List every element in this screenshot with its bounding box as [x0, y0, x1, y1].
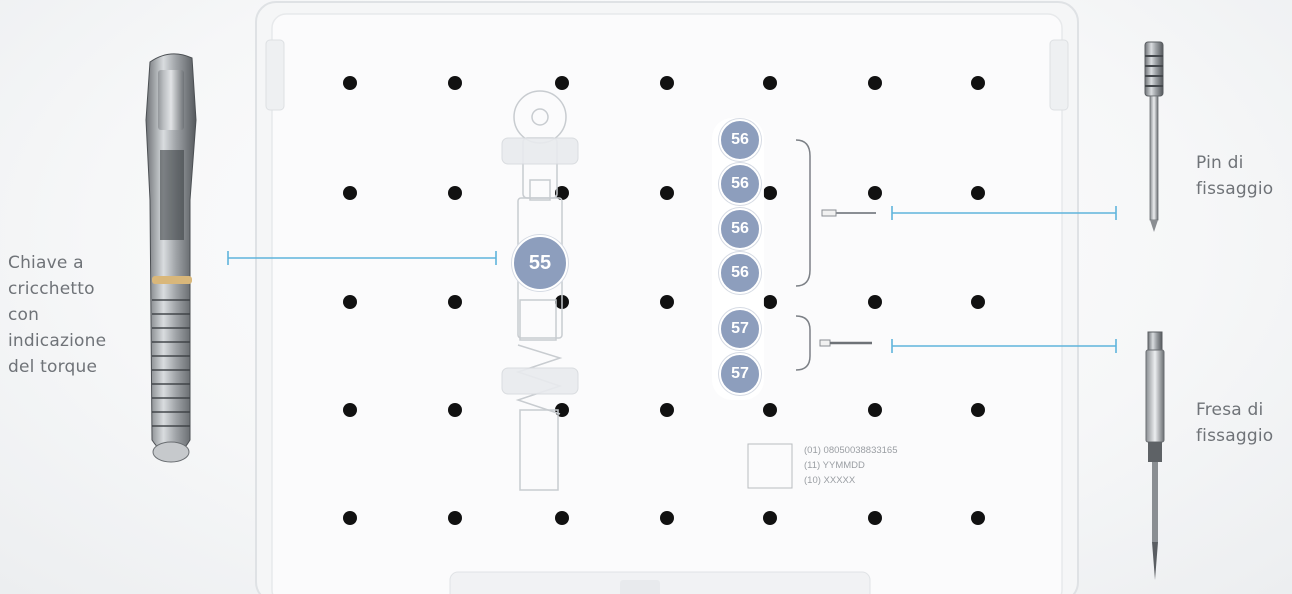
drill-bracket: [795, 315, 811, 371]
fixation-drill-product: [1145, 331, 1165, 580]
fixation-drill-label: Fresa di fissaggio: [1196, 400, 1274, 446]
leader-lines: [227, 206, 1117, 353]
tray-hole: [868, 186, 882, 200]
badge-drill-2: 57: [719, 353, 761, 395]
tray-hole: [555, 186, 569, 200]
badge-pin-3: 56: [719, 208, 761, 250]
badge-ratchet: 55: [512, 235, 568, 291]
tray-hole: [763, 511, 777, 525]
badge-drill-1: 57: [719, 308, 761, 350]
tray-hole: [660, 186, 674, 200]
tray-hole: [971, 76, 985, 90]
tray-holes: [343, 76, 985, 525]
tray-hole: [868, 511, 882, 525]
tray-hole: [448, 403, 462, 417]
tray-hole: [343, 295, 357, 309]
pin-bracket: [795, 139, 811, 287]
ratchet-wrench-label: Chiave a cricchetto con indicazione del …: [8, 253, 107, 377]
tray-hole: [343, 403, 357, 417]
badge-pin-2: 56: [719, 163, 761, 205]
tray-hole: [868, 295, 882, 309]
fixation-pin-label: Pin di fissaggio: [1196, 153, 1274, 199]
tray-hole: [660, 511, 674, 525]
badge-pin-1: 56: [719, 119, 761, 161]
fixation-pin-product: [1144, 41, 1164, 232]
tray-hole: [971, 186, 985, 200]
tray-hole: [448, 76, 462, 90]
tray-hole: [971, 511, 985, 525]
tray-hole: [343, 76, 357, 90]
tray-hole: [763, 295, 777, 309]
tray-hole: [660, 295, 674, 309]
ratchet-clip-bottom: [501, 367, 579, 395]
tray-handle-notch: [620, 580, 660, 594]
udi-line-2: (11) YYMMDD: [804, 460, 865, 471]
ratchet-clip-top: [501, 137, 579, 165]
udi-line-3: (10) XXXXX: [804, 475, 856, 486]
tray-hole: [343, 511, 357, 525]
tray-hole: [448, 186, 462, 200]
udi-line-1: (01) 08050038833165: [804, 445, 898, 456]
small-pin: [821, 209, 876, 217]
tray-hole: [660, 76, 674, 90]
tray-tab-right: [1049, 39, 1069, 111]
tray-hole: [763, 76, 777, 90]
tray-hole: [763, 403, 777, 417]
tray-tab-left: [265, 39, 285, 111]
tray-hole: [343, 186, 357, 200]
tray-hole: [763, 186, 777, 200]
small-drill: [819, 339, 872, 347]
tray-hole: [555, 511, 569, 525]
ratchet-wrench-product: [145, 53, 197, 463]
tray-hole: [660, 403, 674, 417]
badge-pin-4: 56: [719, 252, 761, 294]
tray-hole: [555, 76, 569, 90]
tray-hole: [448, 295, 462, 309]
tray-hole: [448, 511, 462, 525]
udi-box: [747, 443, 793, 489]
tray-hole: [971, 295, 985, 309]
tray-hole: [868, 76, 882, 90]
tray-hole: [868, 403, 882, 417]
tray-hole: [971, 403, 985, 417]
